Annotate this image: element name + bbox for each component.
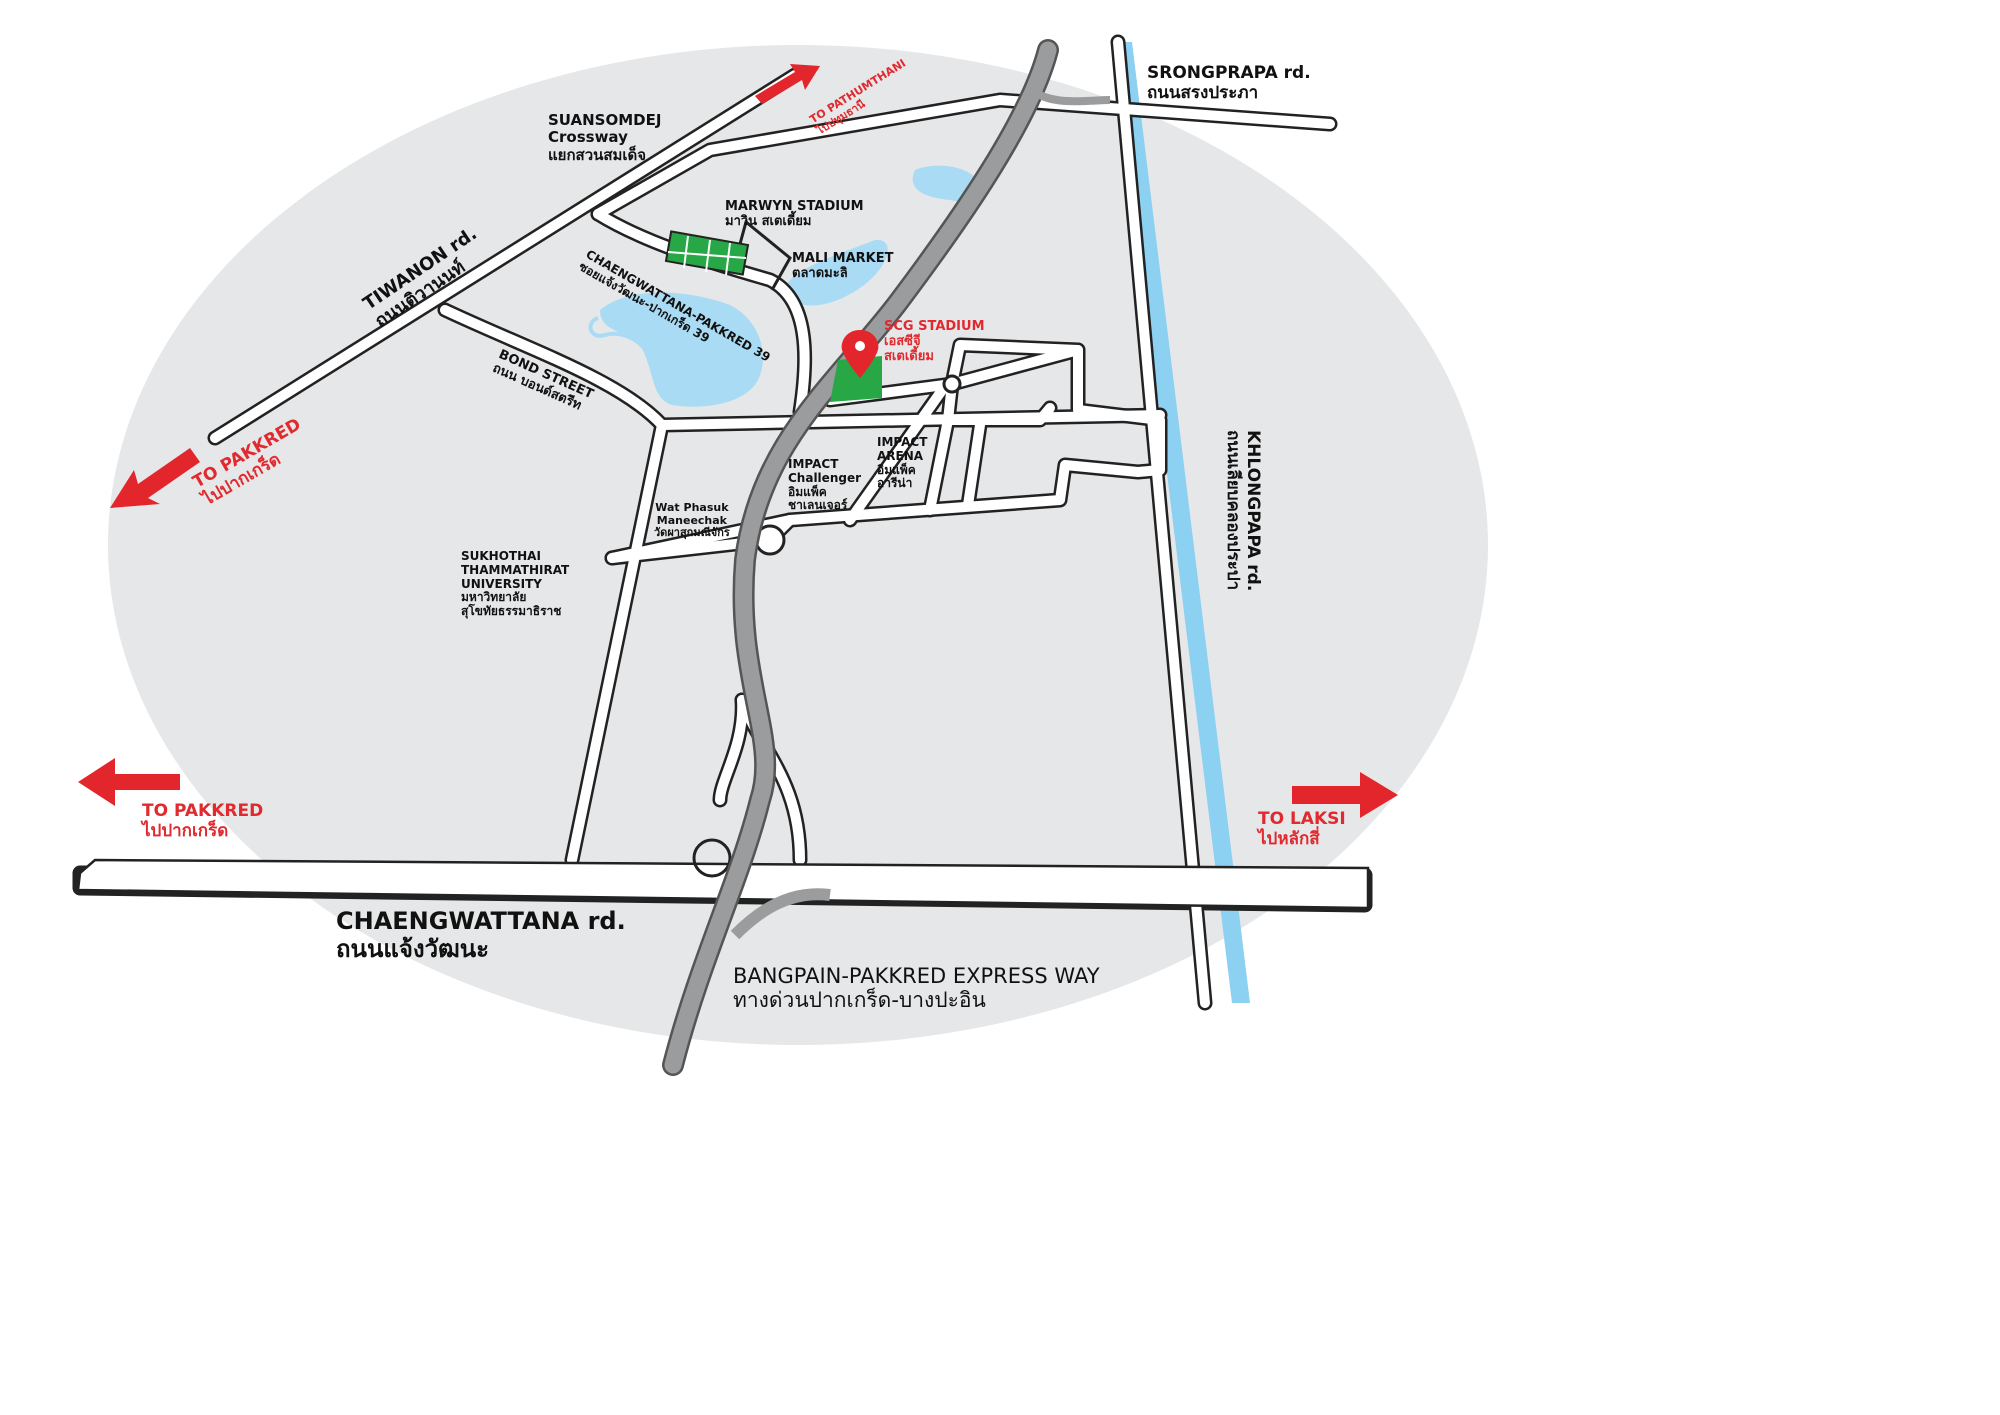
label-khlongprapa-th: ถนนเลียบคลองประปา [1223, 430, 1244, 591]
expressway-ramp-top [1038, 91, 1111, 106]
label-impact-challenger: IMPACT Challenger อิมแพ็ค ชาเลนเจอร์ [788, 457, 862, 513]
arrow-to-pakkred-nw [110, 448, 200, 508]
label-marwyn: MARWYN STADIUM มาวิน สเตเดี้ยม [725, 199, 864, 230]
label-wat-phasuk: Wat Phasuk Maneechak วัดผาสุกมณีจักร [654, 501, 730, 540]
label-stou-en2: THAMMATHIRAT [461, 562, 570, 577]
lake-mali [784, 239, 888, 306]
label-impact-arena-th2: อารีน่า [877, 476, 913, 491]
label-khlongprapa-en: KHLONGPAPA rd. [1243, 430, 1263, 592]
lake-large [600, 292, 763, 407]
venue-map [72, 34, 1488, 1076]
expressway-ramp-bottom [730, 888, 831, 940]
label-srongprapa-th: ถนนสรงประภา [1147, 82, 1259, 103]
label-scg-stadium: SCG STADIUM เอสซีจี สเตเดี้ยม [884, 319, 985, 365]
label-srongprapa: SRONGPRAPA rd. ถนนสรงประภา [1147, 63, 1311, 103]
label-marwyn-en: MARWYN STADIUM [725, 199, 864, 214]
arrow-to-pakkred-w [78, 758, 180, 806]
label-impact-challenger-en2: Challenger [788, 470, 862, 485]
label-wat-en1: Wat Phasuk [655, 501, 729, 514]
label-expressway-en: BANGPAIN-PAKKRED EXPRESS WAY [733, 964, 1100, 988]
label-impact-arena-th1: อิมแพ็ค [877, 462, 916, 477]
roundabout-impact [942, 374, 962, 394]
label-to-pakkred-w: TO PAKKRED ไปปากเกร็ด [142, 801, 264, 841]
canal-khlong-prapa [1114, 42, 1250, 1003]
label-stou-th2: สุโขทัยธรรมาธิราช [461, 604, 562, 619]
label-expressway-th: ทางด่วนปากเกร็ด-บางปะอิน [733, 988, 986, 1013]
label-to-laksi-en: TO LAKSI [1258, 809, 1346, 829]
expressway-inner [664, 41, 1057, 1074]
label-khlongprapa: KHLONGPAPA rd. ถนนเลียบคลองประปา [1223, 430, 1263, 592]
label-suansomdej: SUANSOMDEJ Crossway แยกสวนสมเด็จ [548, 111, 662, 164]
label-chaengwattana: CHAENGWATTANA rd. ถนนแจ้งวัฒนะ [336, 907, 626, 963]
lake-small-stream [588, 316, 652, 361]
label-to-laksi: TO LAKSI ไปหลักสี่ [1258, 809, 1346, 849]
loop-ramp [692, 838, 732, 878]
label-stou-en1: SUKHOTHAI [461, 549, 541, 563]
label-impact-arena-en1: IMPACT [877, 435, 928, 449]
label-chaengwattana-en: CHAENGWATTANA rd. [336, 907, 626, 935]
label-impact-challenger-en1: IMPACT [788, 457, 839, 471]
label-scg-en: SCG STADIUM [884, 319, 985, 334]
label-suansomdej-en2: Crossway [548, 128, 628, 147]
arrow-to-laksi [1292, 772, 1398, 818]
arrow-to-pathumthani [755, 64, 820, 104]
label-mali-th: ตลาดมะลิ [792, 265, 848, 281]
label-to-pakkred-w-th: ไปปากเกร็ด [142, 820, 229, 841]
label-impact-challenger-th2: ชาเลนเจอร์ [788, 498, 848, 513]
marwyn-stadium-fields [664, 219, 792, 291]
label-to-laksi-th: ไปหลักสี่ [1258, 828, 1320, 849]
scg-location-marker [841, 330, 879, 378]
scg-stadium-field [830, 356, 882, 402]
label-mali-market: MALI MARKET ตลาดมะลิ [792, 251, 894, 282]
label-scg-th2: สเตเดี้ยม [884, 348, 934, 364]
label-stou: SUKHOTHAI THAMMATHIRAT UNIVERSITY มหาวิท… [461, 549, 570, 619]
label-scg-th1: เอสซีจี [884, 333, 921, 349]
label-expressway: BANGPAIN-PAKKRED EXPRESS WAY ทางด่วนปากเ… [733, 964, 1100, 1012]
label-impact-arena: IMPACT ARENA อิมแพ็ค อารีน่า [877, 435, 928, 491]
label-wat-th: วัดผาสุกมณีจักร [654, 526, 730, 540]
label-suansomdej-en1: SUANSOMDEJ [548, 111, 662, 129]
label-suansomdej-th: แยกสวนสมเด็จ [548, 145, 647, 164]
label-mali-en: MALI MARKET [792, 251, 894, 266]
label-chaengwattana-th: ถนนแจ้งวัฒนะ [336, 934, 490, 963]
label-stou-th1: มหาวิทยาลัย [461, 590, 527, 605]
label-impact-challenger-th1: อิมแพ็ค [788, 484, 827, 499]
label-stou-en3: UNIVERSITY [461, 576, 542, 591]
label-impact-arena-en2: ARENA [877, 448, 924, 463]
label-wat-en2: Maneechak [656, 513, 727, 527]
label-to-pakkred-w-en: TO PAKKRED [142, 801, 264, 821]
label-srongprapa-en: SRONGPRAPA rd. [1147, 63, 1311, 83]
label-marwyn-th: มาวิน สเตเดี้ยม [725, 213, 812, 229]
